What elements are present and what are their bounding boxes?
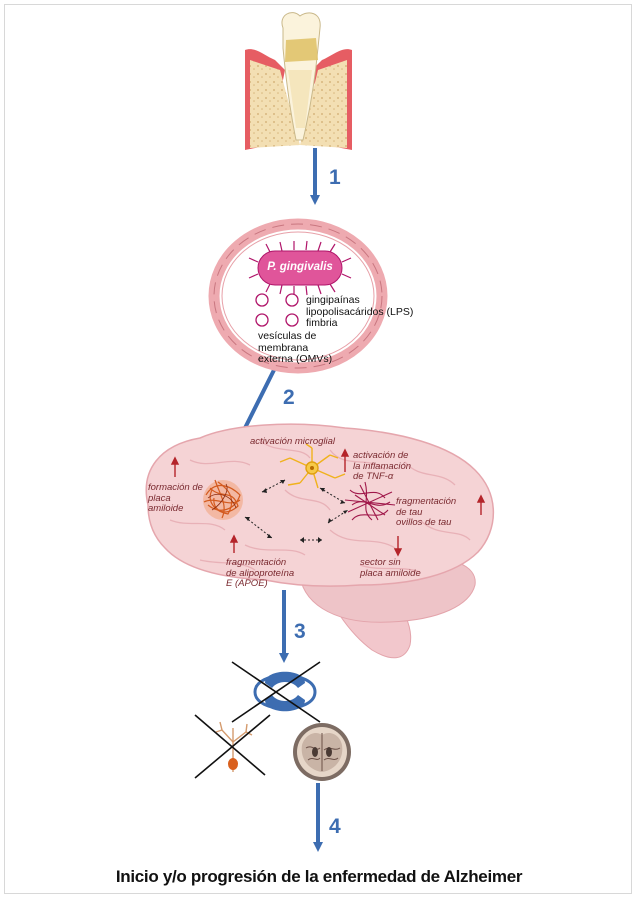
label-inflammation: activación de la inflamación de TNF-α <box>353 450 412 483</box>
bacterium-icon <box>248 240 352 296</box>
factor-gingipains: gingipaínas <box>306 294 360 306</box>
increase-arrows <box>170 448 486 553</box>
label-tau-fragmentation: fragmentación de tau ovillos de tau <box>396 496 457 529</box>
bacterium-name: P. gingivalis <box>267 261 333 273</box>
tooth-icon <box>245 12 352 150</box>
vesicles-line-3: externa (OMVs) <box>258 353 333 365</box>
inflammation-line-2: la inflamación <box>353 460 412 472</box>
plaque-line-2: placa <box>148 492 171 504</box>
factor-lps: lipopolisacáridos (LPS) <box>306 305 414 318</box>
vesicles-line-2: membrana <box>258 341 309 354</box>
step-number-4: 4 <box>329 815 341 838</box>
figure-frame <box>4 4 632 894</box>
factor-fimbria: fimbria <box>306 317 338 329</box>
tau-line-1: fragmentación <box>396 496 457 507</box>
synapse-icon <box>231 661 321 723</box>
label-plaque-formation: formación de placa amiloide <box>148 482 203 515</box>
no-plaque-line-1: sector sin <box>360 557 401 568</box>
apoe-line-1: fragmentación <box>226 557 287 568</box>
label-apoe-fragmentation: fragmentación de alipoproteína E (APOE) <box>226 557 295 590</box>
plaque-line-3: amiloide <box>148 503 184 514</box>
interaction-arrowheads <box>245 480 348 543</box>
vesicles-label: vesículas de membrana externa (OMVs) <box>258 330 333 366</box>
inflammation-line-1: activación de <box>353 450 409 461</box>
plaque-line-1: formación de <box>148 482 203 493</box>
step-number-1: 1 <box>329 166 341 189</box>
step-number-3: 3 <box>294 620 306 643</box>
no-plaque-line-2: placa amiloide <box>360 567 421 579</box>
tau-line-3: ovillos de tau <box>396 517 452 528</box>
neuron-icon <box>194 714 271 779</box>
step-number-2: 2 <box>283 386 295 409</box>
inflammation-line-3: de TNF-α <box>353 471 394 482</box>
brain-scan-icon <box>293 723 351 781</box>
label-no-plaque-sector: sector sin placa amiloide <box>360 557 421 579</box>
tau-tangle-icon <box>344 481 396 521</box>
footer-title: Inicio y/o progresión de la enfermedad d… <box>115 867 523 886</box>
label-microglial-activation: activación microglial <box>250 436 336 447</box>
brain-icon <box>145 423 495 659</box>
apoe-line-2: de alipoproteína <box>226 567 295 579</box>
vesicle-icons <box>255 293 299 327</box>
apoe-line-3: E (APOE) <box>226 578 268 589</box>
microglia-icon <box>279 443 346 489</box>
vesicles-line-1: vesículas de <box>258 330 317 342</box>
virulence-factors: gingipaínas lipopolisacáridos (LPS) fimb… <box>306 294 414 330</box>
tau-line-2: de tau <box>396 506 423 518</box>
amyloid-plaque-icon <box>203 479 243 520</box>
decrease-arrow <box>393 536 403 557</box>
